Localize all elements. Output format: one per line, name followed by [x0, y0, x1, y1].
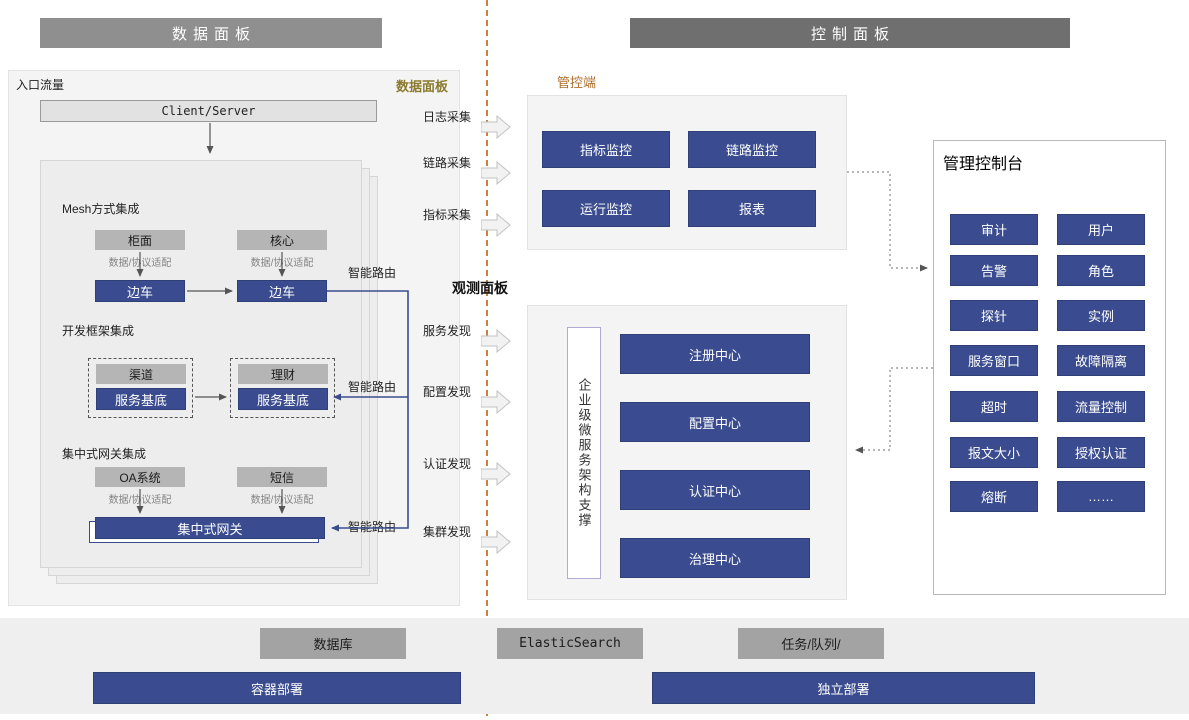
trace-monitor-button: 链路监控 — [688, 131, 816, 168]
sms-box: 短信 — [237, 467, 327, 487]
log-collect-label: 日志采集 — [423, 110, 472, 124]
flow-arrow-icon — [480, 328, 511, 358]
message-size-button: 报文大小 — [950, 437, 1038, 468]
metric-monitor-button: 指标监控 — [542, 131, 670, 168]
adapter-label: 数据/协议适配 — [108, 495, 172, 506]
control-end-label: 管控端 — [557, 75, 597, 90]
channel-box: 渠道 — [96, 364, 186, 384]
data-panel-header: 数据面板 — [40, 18, 382, 48]
container-deploy-bar: 容器部署 — [93, 672, 461, 704]
core-box: 核心 — [237, 230, 327, 250]
service-base-left: 服务基底 — [96, 388, 186, 410]
sidecar-box-right: 边车 — [237, 280, 327, 302]
framework-group-left — [88, 358, 193, 418]
registry-center-button: 注册中心 — [620, 334, 810, 374]
config-discover-label: 配置发现 — [423, 385, 472, 399]
audit-button: 审计 — [950, 214, 1038, 245]
metric-collect-label: 指标采集 — [423, 208, 472, 222]
standalone-deploy-bar: 独立部署 — [652, 672, 1035, 704]
counter-box: 柜面 — [95, 230, 185, 250]
more-button: …… — [1057, 481, 1145, 512]
auth-discover-label: 认证发现 — [423, 457, 472, 471]
cluster-discover-label: 集群发现 — [423, 525, 472, 539]
instance-button: 实例 — [1057, 300, 1145, 331]
control-panel-header: 控制面板 — [630, 18, 1070, 48]
flow-arrow-icon — [480, 212, 511, 242]
smart-route-label-1: 智能路由 — [348, 266, 397, 280]
gateway-section-title: 集中式网关集成 — [62, 447, 147, 461]
dashed-divider — [486, 0, 488, 716]
trace-collect-label: 链路采集 — [423, 156, 472, 170]
data-panel-corner-label: 数据面板 — [395, 79, 448, 94]
oa-system-box: OA系统 — [95, 467, 185, 487]
timeout-button: 超时 — [950, 391, 1038, 422]
adapter-label: 数据/协议适配 — [108, 258, 172, 269]
flow-arrow-icon — [480, 461, 511, 491]
smart-route-label-3: 智能路由 — [348, 520, 397, 534]
service-discover-label: 服务发现 — [423, 324, 472, 338]
framework-section-title: 开发框架集成 — [62, 324, 135, 338]
client-server-bar: Client/Server — [40, 100, 377, 122]
role-button: 角色 — [1057, 255, 1145, 286]
config-center-button: 配置中心 — [620, 402, 810, 442]
mesh-section-title: Mesh方式集成 — [62, 202, 140, 216]
database-box: 数据库 — [260, 628, 406, 659]
authorization-button: 授权认证 — [1057, 437, 1145, 468]
console-title: 管理控制台 — [943, 156, 1024, 173]
task-queue-box: 任务/队列/ — [738, 628, 884, 659]
wealth-box: 理财 — [238, 364, 328, 384]
observe-panel-label: 观测面板 — [452, 280, 508, 296]
sidecar-box-left: 边车 — [95, 280, 185, 302]
alert-button: 告警 — [950, 255, 1038, 286]
probe-button: 探针 — [950, 300, 1038, 331]
circuit-break-button: 熔断 — [950, 481, 1038, 512]
elasticsearch-box: ElasticSearch — [497, 628, 643, 659]
microservice-support-vertical: 企业级微服务架构支撑 — [567, 327, 601, 579]
service-base-right: 服务基底 — [238, 388, 328, 410]
runtime-monitor-button: 运行监控 — [542, 190, 670, 227]
report-button: 报表 — [688, 190, 816, 227]
user-button: 用户 — [1057, 214, 1145, 245]
flow-control-button: 流量控制 — [1057, 391, 1145, 422]
flow-arrow-icon — [480, 114, 511, 144]
smart-route-label-2: 智能路由 — [348, 380, 397, 394]
governance-center-button: 治理中心 — [620, 538, 810, 578]
adapter-label: 数据/协议适配 — [250, 258, 314, 269]
entry-traffic-label: 入口流量 — [16, 78, 65, 92]
fault-isolation-button: 故障隔离 — [1057, 345, 1145, 376]
service-window-button: 服务窗口 — [950, 345, 1038, 376]
flow-arrow-icon — [480, 529, 511, 559]
auth-center-button: 认证中心 — [620, 470, 810, 510]
flow-arrow-icon — [480, 160, 511, 190]
central-gateway-bar: 集中式网关 — [95, 517, 325, 539]
adapter-label: 数据/协议适配 — [250, 495, 314, 506]
flow-arrow-icon — [480, 389, 511, 419]
